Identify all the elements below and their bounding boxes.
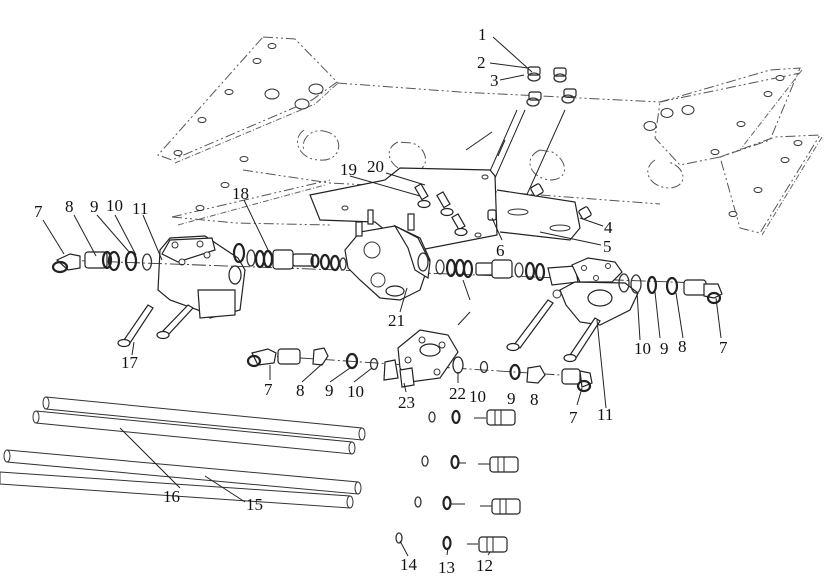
fitting-chain-center-right [435, 258, 579, 326]
lower-valve-chain [246, 329, 593, 393]
mounting-bracket [309, 167, 592, 251]
callout-7-lower-right: 7 [569, 408, 578, 427]
callout-15: 15 [246, 495, 263, 514]
frame-cross-member [171, 72, 801, 226]
callout-12: 12 [476, 556, 493, 575]
pipes-15-16 [0, 396, 366, 509]
callout-9: 9 [90, 197, 99, 216]
frame-plate-right [643, 67, 823, 236]
callout-23: 23 [398, 393, 415, 412]
leader-lines [42, 36, 722, 557]
callout-4: 4 [604, 218, 613, 237]
callout-5: 5 [603, 237, 612, 256]
callout-10-lower-right: 10 [469, 387, 486, 406]
callout-8-lower-right: 8 [530, 390, 539, 409]
callout-8-right: 8 [678, 337, 687, 356]
callout-11: 11 [132, 199, 148, 218]
callout-labels: 1 2 3 4 5 6 7 8 9 10 11 18 19 20 21 17 1… [34, 25, 728, 577]
fitting-chain-right [618, 273, 723, 305]
callout-9-lower-right: 9 [507, 389, 516, 408]
relay-valve-right [552, 257, 639, 326]
callout-2: 2 [477, 53, 486, 72]
callout-18: 18 [232, 184, 249, 203]
callout-21: 21 [388, 311, 405, 330]
callout-7-lower-left: 7 [264, 380, 273, 399]
callout-8-lower-left: 8 [296, 381, 305, 400]
callout-9-lower-left: 9 [325, 381, 334, 400]
fitting-rows [395, 409, 521, 553]
callout-7-right: 7 [719, 338, 728, 357]
callout-19: 19 [340, 160, 357, 179]
callout-14: 14 [400, 555, 418, 574]
callout-11-right: 11 [597, 405, 613, 424]
callout-22: 22 [449, 384, 466, 403]
callout-17: 17 [121, 353, 139, 372]
frame-plate-left [157, 36, 338, 164]
relay-valve-left [157, 235, 246, 319]
callout-1: 1 [478, 25, 487, 44]
fitting-chain-center [246, 249, 347, 272]
callout-20: 20 [367, 157, 384, 176]
callout-10-right: 10 [634, 339, 651, 358]
callout-9-right: 9 [660, 339, 669, 358]
callout-8: 8 [65, 197, 74, 216]
long-bolts-17 [117, 299, 601, 363]
callout-16: 16 [163, 487, 180, 506]
callout-7: 7 [34, 202, 43, 221]
relay-valve-center [344, 209, 431, 301]
bolt-set-top [465, 66, 577, 213]
callout-10-lower-left: 10 [347, 382, 364, 401]
callout-6: 6 [496, 241, 505, 260]
callout-10: 10 [106, 196, 123, 215]
callout-3: 3 [490, 71, 499, 90]
callout-13: 13 [438, 558, 455, 577]
